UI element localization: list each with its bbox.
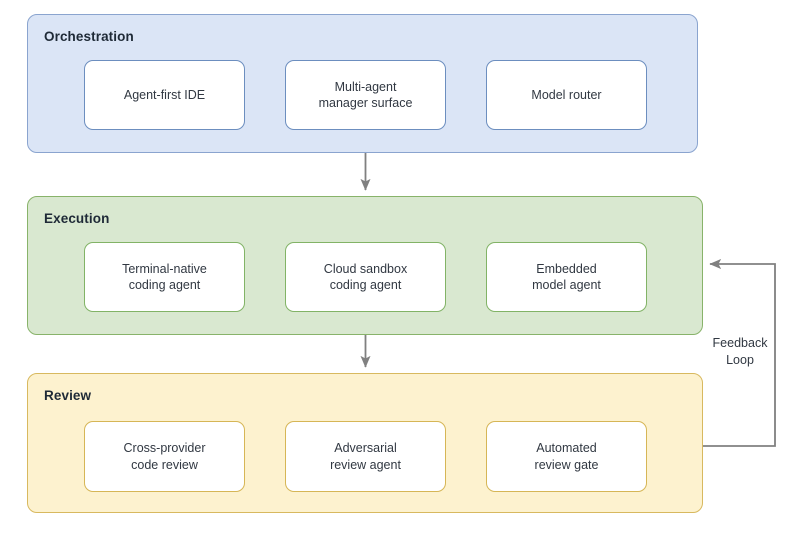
card-automated-review-gate[interactable]: Automated review gate bbox=[486, 421, 647, 492]
card-terminal-native-coding-agent-label: Terminal-native coding agent bbox=[122, 261, 207, 293]
card-embedded-model-agent[interactable]: Embedded model agent bbox=[486, 242, 647, 312]
feedback-loop-label: Feedback Loop bbox=[712, 336, 768, 367]
layer-review-title: Review bbox=[44, 388, 92, 403]
card-cross-provider-code-review-label: Cross-provider code review bbox=[123, 441, 206, 472]
card-automated-review-gate-label: Automated review gate bbox=[534, 441, 599, 472]
card-cloud-sandbox-coding-agent-label: Cloud sandbox coding agent bbox=[323, 261, 408, 293]
card-adversarial-review-agent[interactable]: Adversarial review agent bbox=[285, 421, 446, 492]
card-agent-first-ide-label: Agent-first IDE bbox=[123, 87, 206, 102]
card-model-router-label: Model router bbox=[531, 87, 602, 102]
card-agent-first-ide[interactable]: Agent-first IDE bbox=[84, 60, 245, 130]
card-multi-agent-manager-surface[interactable]: Multi-agent manager surface bbox=[285, 60, 446, 130]
card-embedded-model-agent-label: Embedded model agent bbox=[532, 261, 601, 293]
card-multi-agent-manager-surface-label: Multi-agent manager surface bbox=[318, 79, 413, 111]
layer-execution-title: Execution bbox=[44, 211, 110, 226]
card-adversarial-review-agent-label: Adversarial review agent bbox=[330, 441, 401, 472]
layer-orchestration-title: Orchestration bbox=[44, 29, 134, 44]
card-cross-provider-code-review[interactable]: Cross-provider code review bbox=[84, 421, 245, 492]
card-cloud-sandbox-coding-agent[interactable]: Cloud sandbox coding agent bbox=[285, 242, 446, 312]
card-terminal-native-coding-agent[interactable]: Terminal-native coding agent bbox=[84, 242, 245, 312]
card-model-router[interactable]: Model router bbox=[486, 60, 647, 130]
